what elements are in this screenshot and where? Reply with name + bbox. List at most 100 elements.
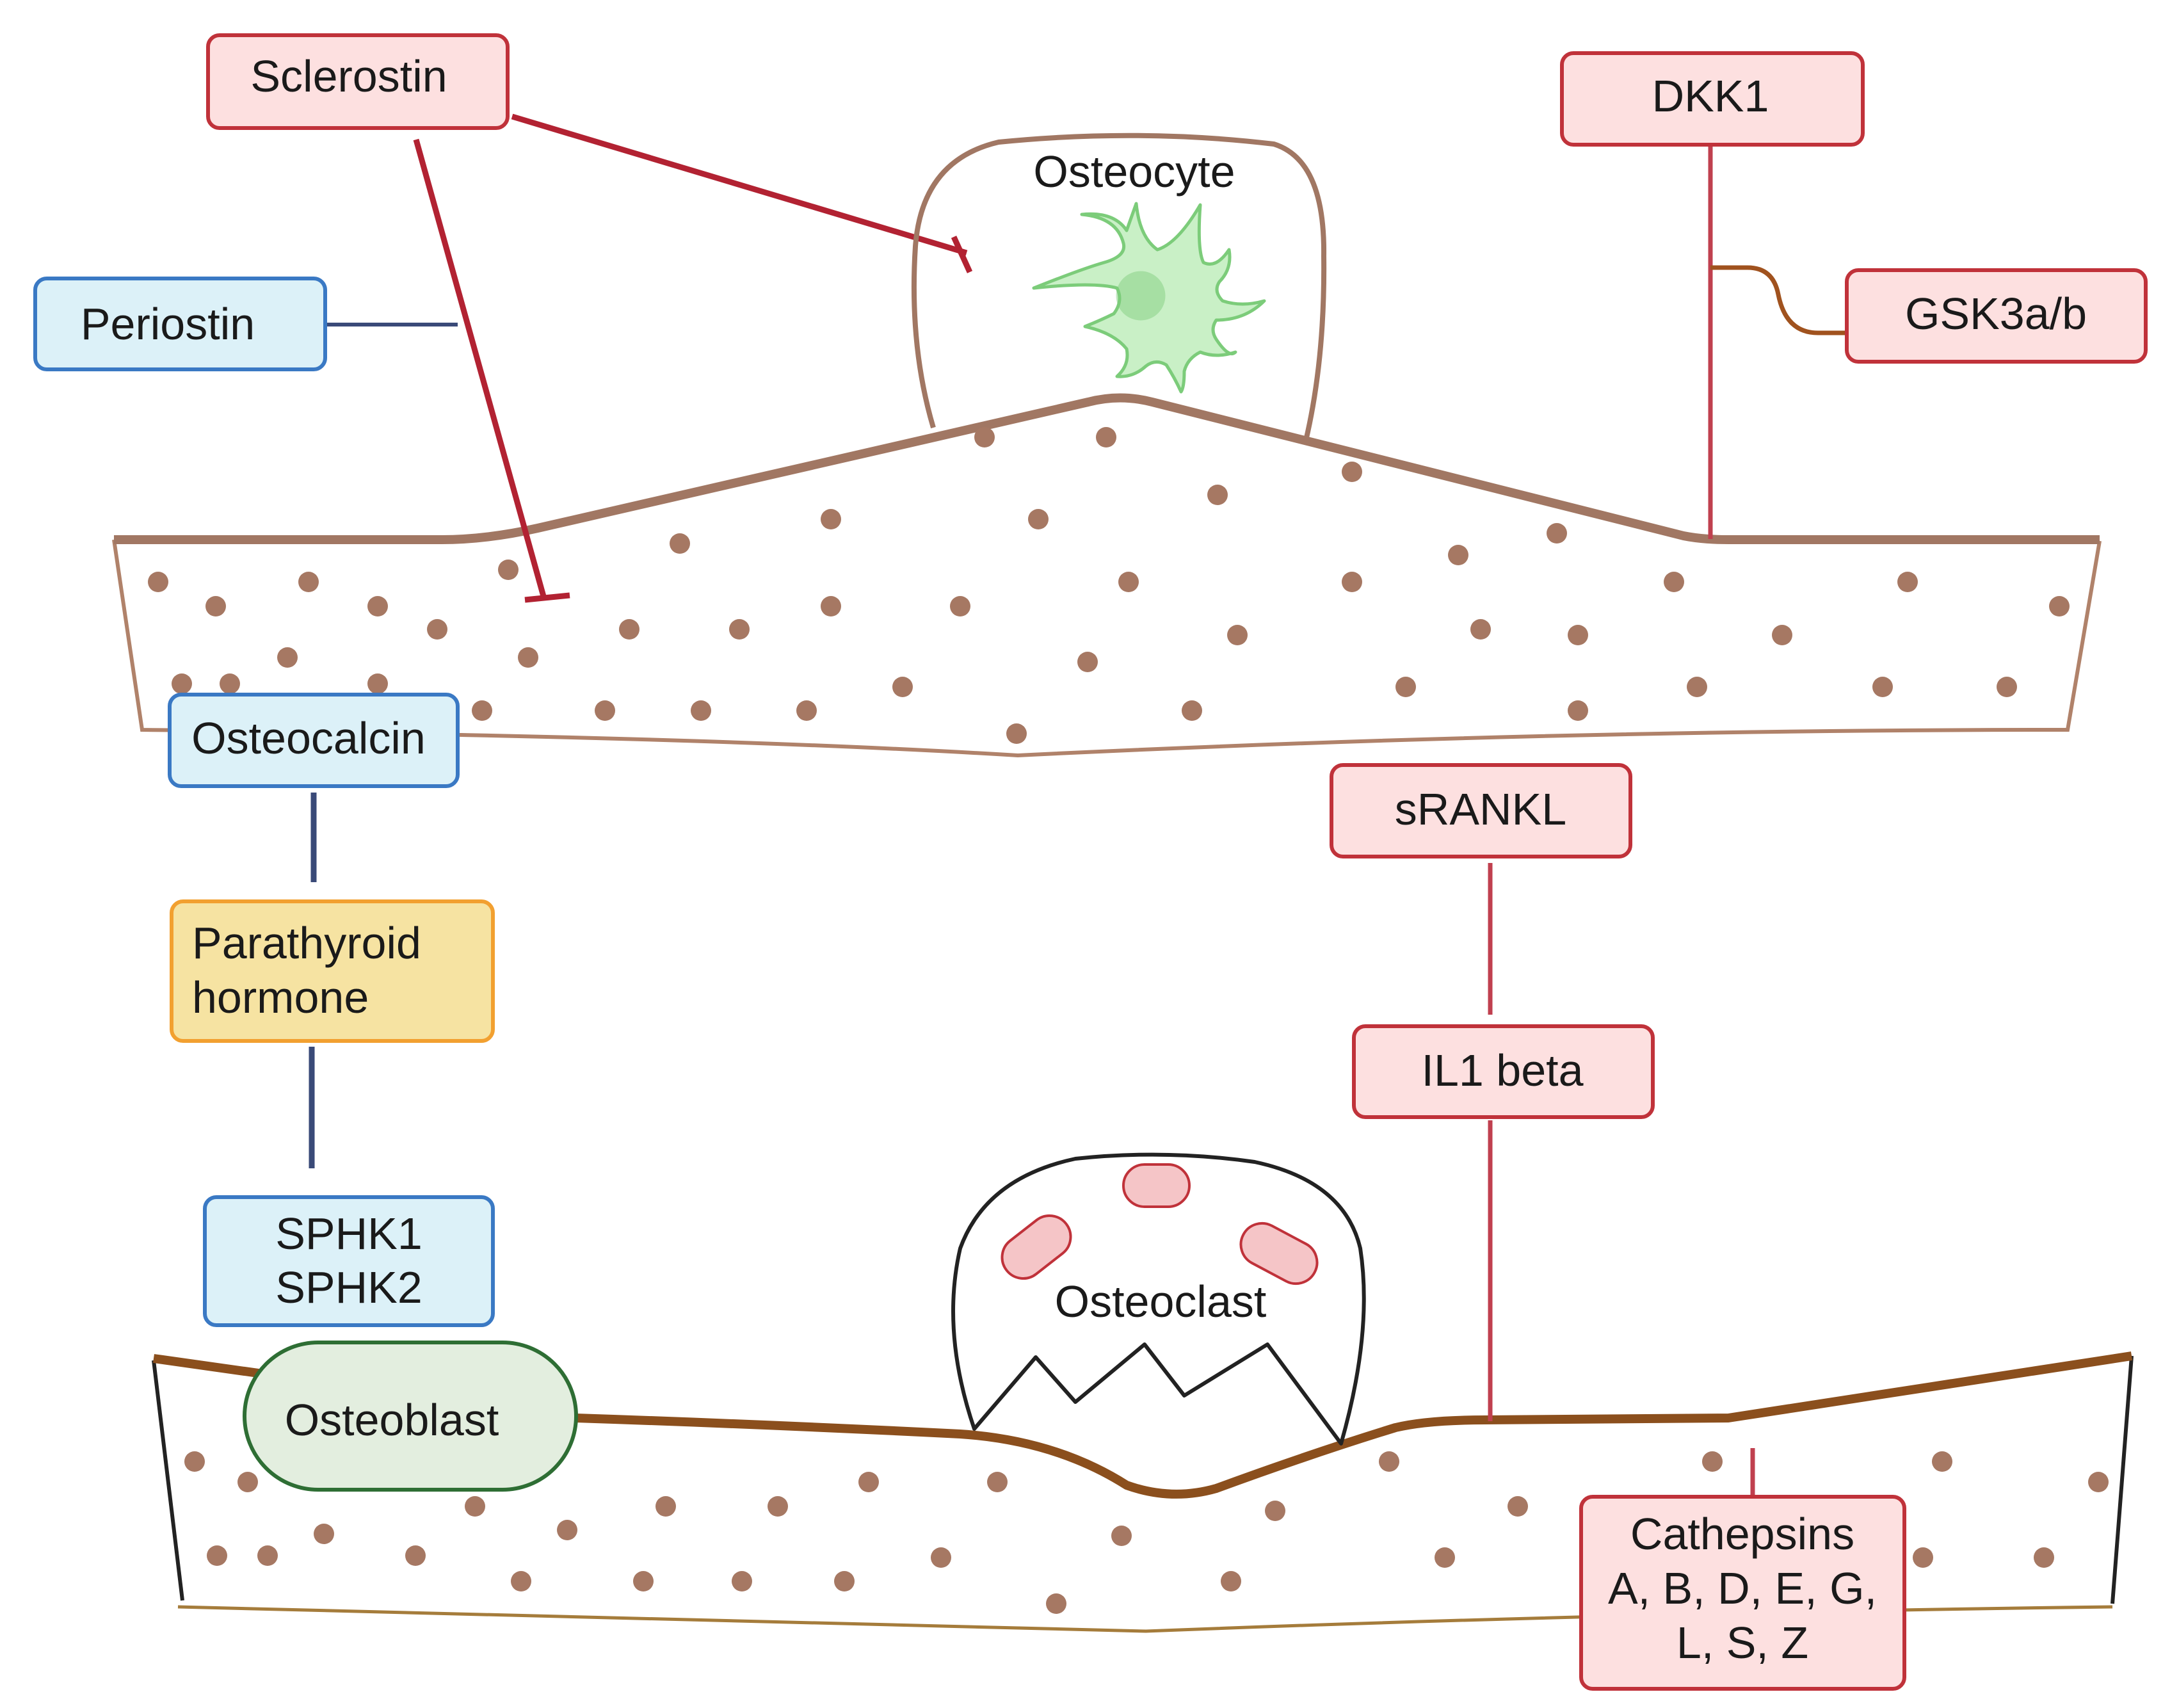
bone-dot [655,1496,676,1517]
osteoclast-label: Osteoclast [1055,1277,1267,1326]
sphk2-label: SPHK2 [275,1262,422,1312]
sphk-box [203,1195,495,1327]
bone-dot [498,560,519,580]
osteocyte-nucleus [1116,271,1166,321]
periostin-label: Periostin [81,299,255,349]
bone-dot [1342,572,1362,592]
bone-dot [472,700,492,721]
gsk3-box [1845,268,2148,364]
bone-dot [796,700,817,721]
gsk3-connector [1710,265,1850,335]
bone-dot [1435,1547,1455,1568]
bone-dot [834,1571,855,1591]
bone-dot [768,1496,788,1517]
parathyroid-hormone-node: Parathyroid hormone [170,899,495,1043]
osteoblast-cell-icon [243,1341,578,1492]
bone-dot [1772,625,1792,645]
bone-dot [633,1571,654,1591]
bone-dot [2088,1472,2109,1492]
bone-dot [314,1524,334,1544]
bone-dot [367,596,388,616]
bone-dot [858,1472,879,1492]
bone-dot [1470,619,1491,640]
bone-dot [974,427,995,447]
bone-dot [1118,572,1139,592]
bone-dot [1342,462,1362,482]
bone-dot [148,572,168,592]
bone-dot [257,1545,278,1566]
bone-dot [1182,700,1202,721]
sclerostin-to-osteocyte-inhibition [511,113,973,273]
bone-dot [1077,652,1098,672]
bone-dot [1568,700,1588,721]
osteoclast-nucleus-left [1001,1214,1072,1280]
bone-dot [691,700,711,721]
sclerostin-node: Sclerostin [206,33,510,130]
bone-dot [619,619,639,640]
bone-dot [518,647,538,668]
bone-dot [732,1571,752,1591]
bone-dot [220,673,240,694]
osteocyte-label: Osteocyte [1033,147,1235,197]
bone-dot [1997,677,2017,697]
parathyroid-hormone-label-line2: hormone [192,972,369,1022]
osteocyte-cell-icon [1032,202,1266,394]
bone-dot [465,1496,485,1517]
lower-bone-surface [153,1351,2133,1499]
sclerostin-box [206,33,510,130]
cathepsins-node: Cathepsins A, B, D, E, G, L, S, Z [1579,1495,1906,1691]
osteocalcin-node: Osteocalcin [168,693,460,788]
sphk-node: SPHK1 SPHK2 [203,1195,495,1327]
gsk3-node: GSK3a/b [1845,268,2148,364]
bone-dot [207,1545,227,1566]
bone-dot [237,1472,258,1492]
cathepsins-label-line1: Cathepsins [1630,1509,1854,1559]
bone-dot [172,673,192,694]
upper-bone [112,393,2102,758]
bone-dot [184,1451,205,1472]
upper-bone-outline [112,539,2102,758]
sclerostin-to-bone-inhibition [413,138,570,603]
bone-dot [1913,1547,1933,1568]
lower-bone-dots [184,1451,2109,1614]
bone-dot [1932,1451,1952,1472]
bone-dot [511,1571,531,1591]
bone-dot [931,1547,951,1568]
srankl-label: sRANKL [1395,784,1566,834]
bone-dot [1265,1501,1285,1521]
bone-dot [2049,596,2070,616]
osteocyte-lacuna [911,133,1327,441]
dkk1-node: DKK1 [1560,51,1865,147]
bone-dot [427,619,447,640]
bone-dot [1395,677,1416,697]
parathyroid-hormone-label-line1: Parathyroid [192,918,421,968]
osteoclast-nucleus-right [1239,1221,1319,1285]
bone-dot [1702,1451,1723,1472]
bone-dot [1687,677,1707,697]
lower-bone-left-edge [152,1360,184,1601]
bone-dot [987,1472,1008,1492]
bone-dot [821,509,841,529]
osteoblast-label: Osteoblast [285,1395,499,1445]
periostin-box [33,277,327,371]
osteocalcin-label: Osteocalcin [191,713,426,763]
bone-dot [1006,723,1027,744]
osteocalcin-box [168,693,460,788]
bone-dot [1664,572,1684,592]
cathepsins-label-line2: A, B, D, E, G, [1608,1563,1877,1613]
bone-dot [1221,1571,1241,1591]
sclerostin-label: Sclerostin [250,51,447,101]
osteoblast-group: Osteoblast [243,1341,578,1492]
bone-dot [1897,572,1918,592]
upper-bone-dots [148,427,2070,744]
periostin-node: Periostin [33,277,327,371]
bone-dot [1046,1593,1066,1614]
cathepsins-box [1579,1495,1906,1691]
bone-dot [298,572,319,592]
bone-dot [557,1520,577,1540]
osteoclast-group: Osteoclast [951,1152,1366,1446]
bone-dot [1448,545,1468,565]
upper-bone-surface [114,393,2100,544]
cathepsins-label-line3: L, S, Z [1676,1618,1808,1668]
